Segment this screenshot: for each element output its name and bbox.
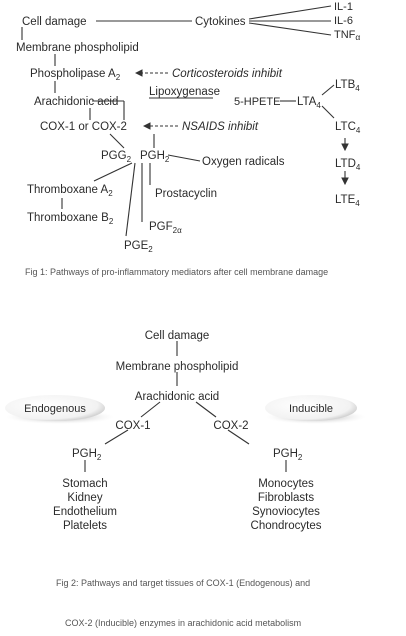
- tissue-item: Stomach: [62, 478, 107, 490]
- pge2-node: PGE2: [124, 240, 153, 254]
- tissue-item: Synoviocytes: [252, 506, 320, 518]
- tissue-item: Kidney: [67, 492, 102, 504]
- prostacyclin-node: Prostacyclin: [155, 188, 217, 200]
- tnf-node: TNFα: [334, 29, 360, 42]
- pgh2-cox2-node: PGH2: [273, 448, 303, 462]
- cox1-tissue-list: Stomach Kidney Endothelium Platelets: [53, 478, 117, 532]
- corticosteroids-inhibit-label: Corticosteroids inhibit: [172, 68, 283, 80]
- cox-node: COX-1 or COX-2: [40, 121, 127, 133]
- il1-node: IL-1: [334, 1, 353, 13]
- pgf2a-node: PGF2α: [149, 221, 182, 235]
- ltb4-node: LTB4: [335, 79, 360, 93]
- inducible-label: Inducible: [289, 403, 333, 415]
- thromboxane-b2-node: Thromboxane B2: [27, 212, 114, 226]
- endogenous-oval: [5, 395, 105, 421]
- tissue-item: Fibroblasts: [258, 492, 314, 504]
- fig2-cell-damage-node: Cell damage: [145, 330, 210, 342]
- pgh2-node: PGH2: [140, 150, 170, 164]
- fig2-arachidonic-acid-node: Arachidonic acid: [135, 391, 219, 403]
- cytokines-node: Cytokines: [195, 16, 246, 28]
- il6-node: IL-6: [334, 15, 353, 27]
- ltd4-node: LTD4: [335, 158, 361, 172]
- hpete-node: 5-HPETE: [234, 96, 280, 108]
- cox2-tissue-list: Monocytes Fibroblasts Synoviocytes Chond…: [251, 478, 322, 532]
- nsaids-inhibit-label: NSAIDS inhibit: [182, 121, 259, 133]
- pgg2-node: PGG2: [101, 150, 132, 164]
- cell-damage-node: Cell damage: [22, 16, 87, 28]
- inducible-oval: [265, 395, 357, 421]
- tissue-item: Monocytes: [258, 478, 314, 490]
- figure-1-connectors: [21, 5, 335, 237]
- tissue-item: Platelets: [63, 520, 107, 532]
- pgh2-cox1-node: PGH2: [72, 448, 102, 462]
- figure-2: Endogenous Inducible Cell damage Membran…: [5, 330, 366, 532]
- figure-1: Cell damage Cytokines IL-1 IL-6 TNFα Mem…: [10, 1, 392, 260]
- lipoxygenase-label: Lipoxygenase: [149, 86, 220, 98]
- lta4-node: LTA4: [297, 96, 321, 110]
- phospholipase-node: Phospholipase A2: [30, 68, 121, 82]
- tissue-item: Chondrocytes: [251, 520, 322, 532]
- endogenous-label: Endogenous: [24, 403, 86, 415]
- arachidonic-acid-node: Arachidonic acid: [34, 96, 118, 108]
- figure-2-caption-line-2: COX-2 (Inducible) enzymes in arachidonic…: [65, 618, 302, 628]
- figure-2-caption-line-1: Fig 2: Pathways and target tissues of CO…: [56, 578, 311, 588]
- thromboxane-a2-node: Thromboxane A2: [27, 184, 113, 198]
- lte4-node: LTE4: [335, 194, 360, 208]
- figure-1-caption: Fig 1: Pathways of pro-inflammatory medi…: [25, 267, 329, 277]
- tissue-item: Endothelium: [53, 506, 117, 518]
- membrane-phospholipid-node: Membrane phospholipid: [16, 42, 139, 54]
- ltc4-node: LTC4: [335, 121, 361, 135]
- cox2-node: COX-2: [213, 420, 248, 432]
- oxygen-radicals-node: Oxygen radicals: [202, 156, 285, 168]
- figure-2-connectors: [84, 341, 287, 472]
- fig2-membrane-phospholipid-node: Membrane phospholipid: [116, 361, 239, 373]
- cox1-node: COX-1: [115, 420, 150, 432]
